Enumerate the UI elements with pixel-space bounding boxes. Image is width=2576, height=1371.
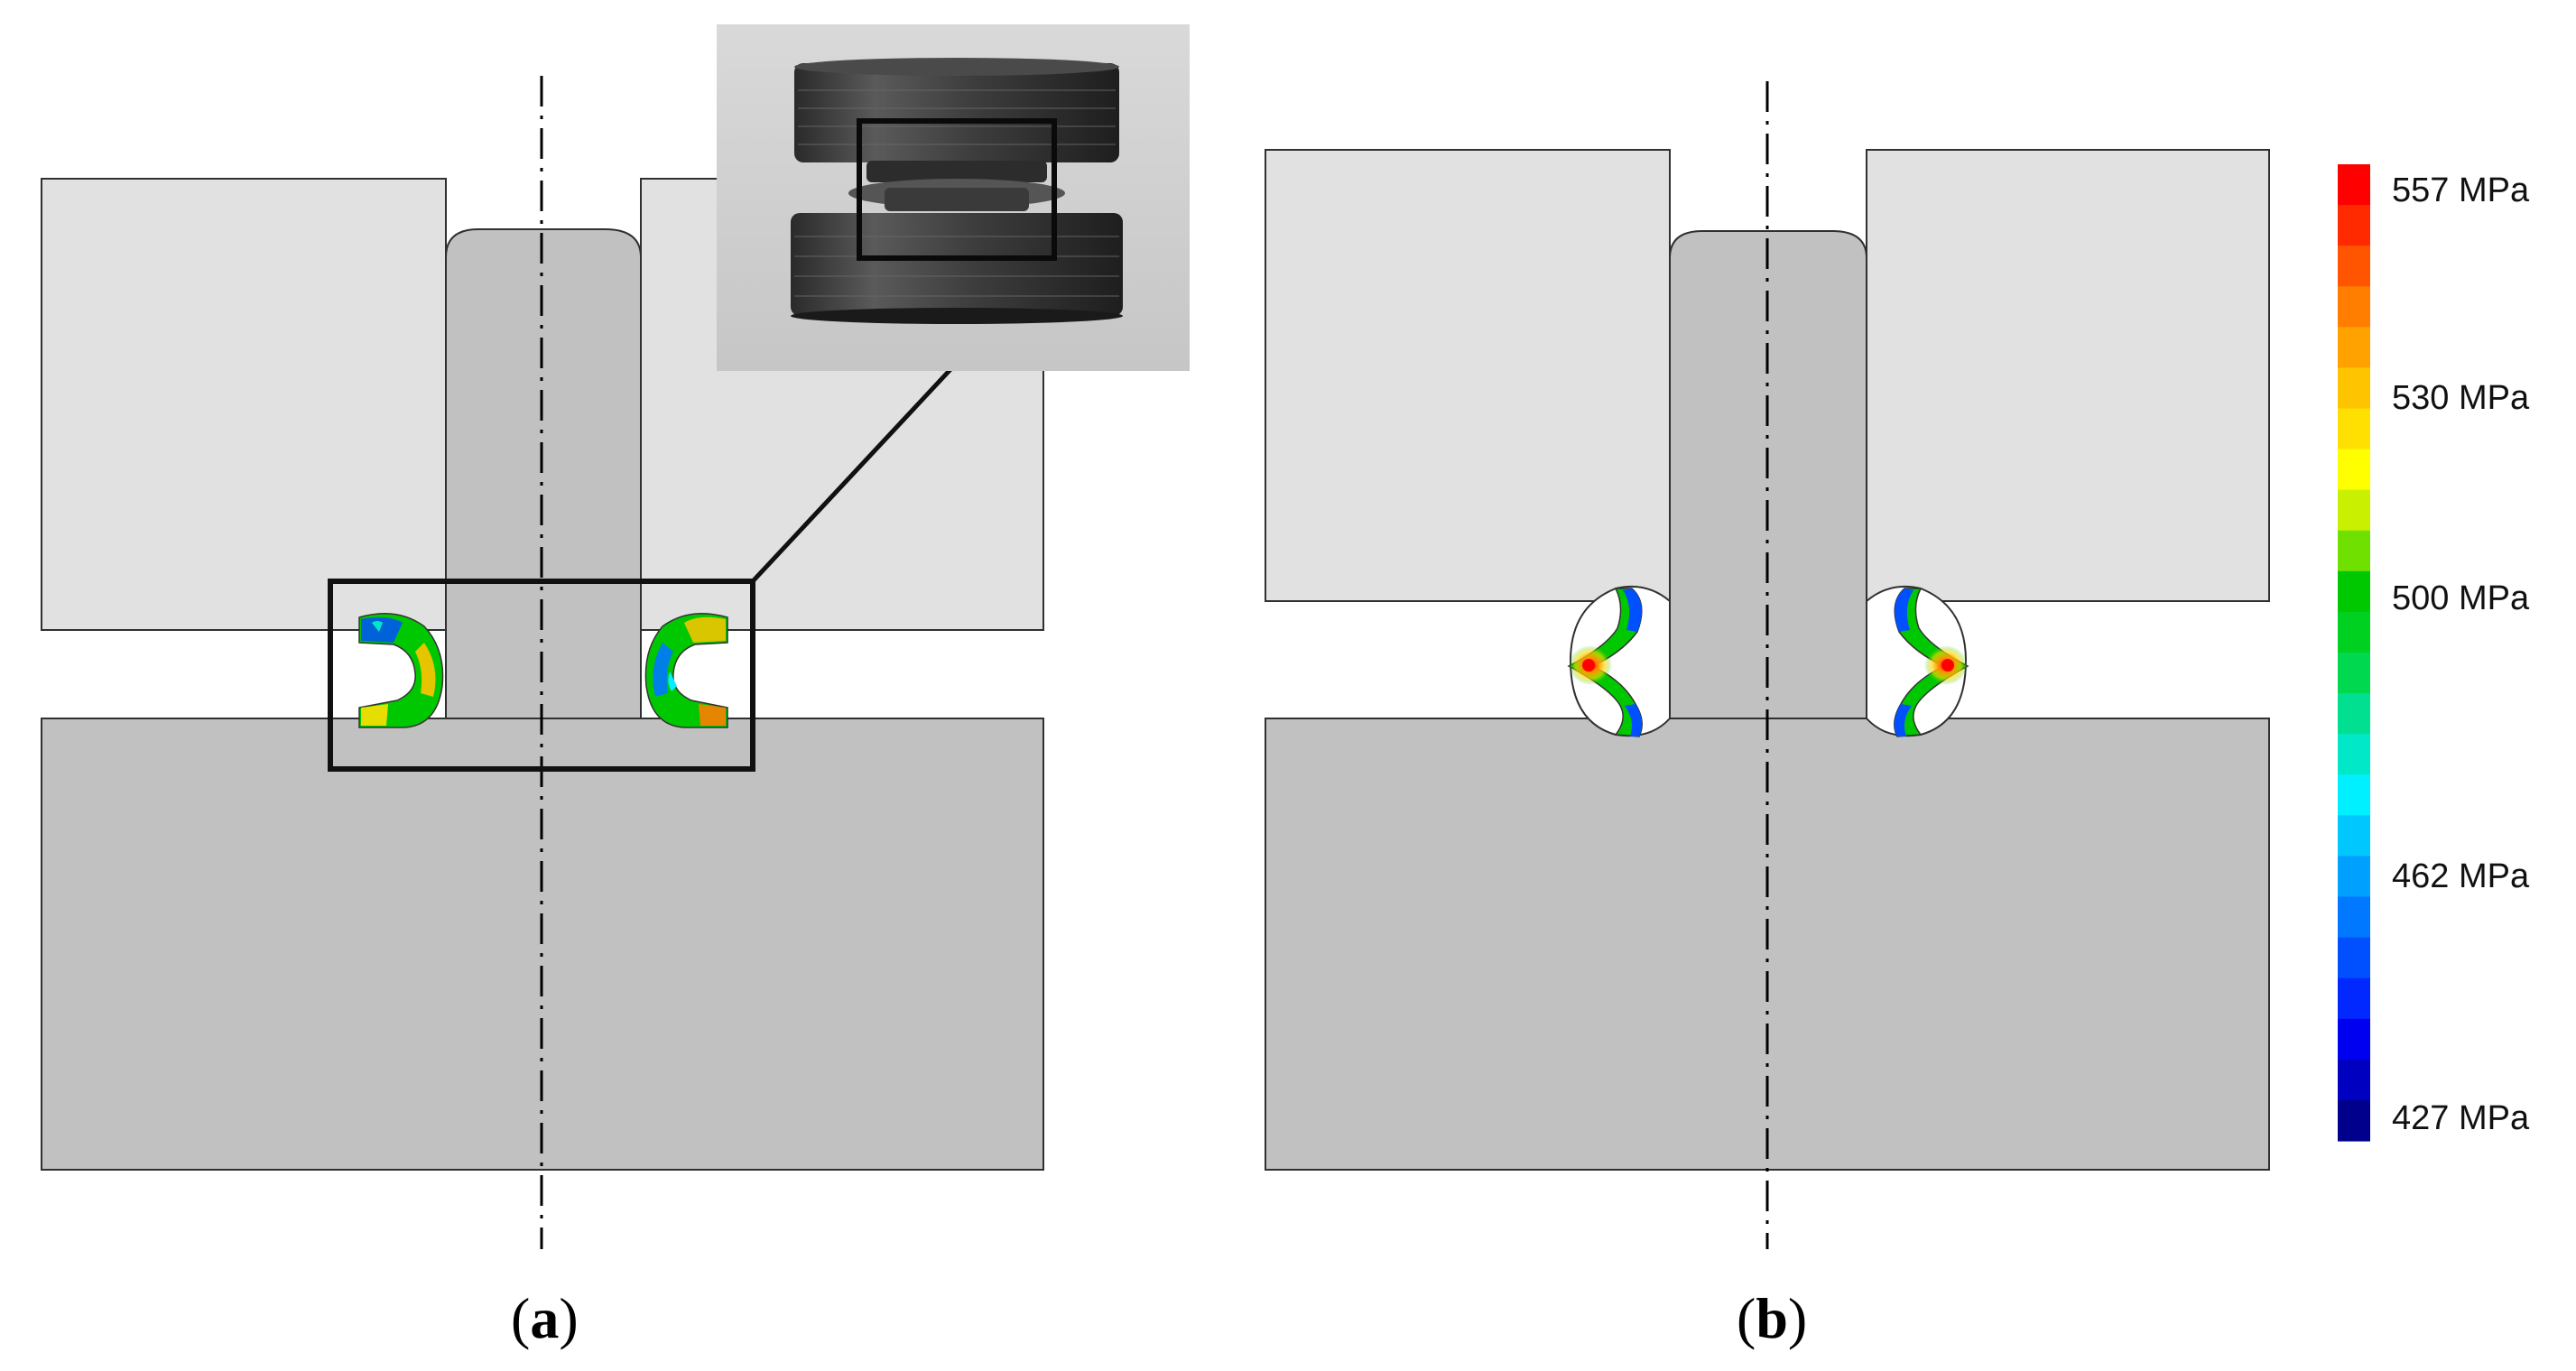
colorbar-segment <box>2338 367 2370 410</box>
colorbar-segment <box>2338 286 2370 328</box>
panel-label-b-open: ( <box>1737 1286 1756 1350</box>
colorbar-segment <box>2338 1018 2370 1061</box>
colorbar-label-3: 500 MPa <box>2392 579 2530 617</box>
colorbar-segment <box>2338 449 2370 491</box>
colorbar-segment <box>2338 774 2370 816</box>
panel-b-right-seal <box>1866 585 1969 737</box>
colorbar-segment <box>2338 937 2370 979</box>
colorbar-segment <box>2338 896 2370 939</box>
panel-a-left-seal <box>358 613 444 728</box>
inset-photo <box>717 24 1190 371</box>
panel-a-right-seal <box>644 613 728 728</box>
panel-label-a-open: ( <box>511 1286 531 1350</box>
colorbar-segment <box>2338 489 2370 532</box>
panel-label-a-close: ) <box>559 1286 579 1350</box>
colorbar-segment <box>2338 611 2370 653</box>
colorbar-segment <box>2338 734 2370 775</box>
panel-a-zoom-frame <box>328 579 755 772</box>
panel-label-b-close: ) <box>1787 1286 1808 1350</box>
stress-colorbar <box>2338 164 2370 1142</box>
panel-a-center-post <box>445 228 642 719</box>
colorbar-segment <box>2338 245 2370 287</box>
colorbar-segment <box>2338 977 2370 1020</box>
colorbar-label-max: 557 MPa <box>2392 171 2530 209</box>
panel-label-a: (a) <box>511 1285 579 1352</box>
colorbar-segment <box>2338 408 2370 450</box>
panel-b-left-seal <box>1567 585 1671 737</box>
panel-b-top-left-block <box>1265 149 1671 602</box>
panel-b-drawing <box>1265 81 2270 1249</box>
colorbar-label-2: 530 MPa <box>2392 379 2530 417</box>
colorbar-segment <box>2338 164 2370 206</box>
colorbar-segment <box>2338 856 2370 898</box>
colorbar-segment <box>2338 530 2370 572</box>
panel-label-b: (b) <box>1737 1285 1807 1352</box>
colorbar-segment <box>2338 1099 2370 1142</box>
colorbar-label-4: 462 MPa <box>2392 857 2530 895</box>
colorbar-segment <box>2338 653 2370 694</box>
panel-label-b-letter: b <box>1756 1286 1788 1350</box>
colorbar-segment <box>2338 205 2370 246</box>
panel-a-top-left-block <box>41 178 447 631</box>
panel-b-top-right-block <box>1866 149 2270 602</box>
colorbar-segment <box>2338 327 2370 369</box>
colorbar-segment <box>2338 693 2370 735</box>
colorbar-segment <box>2338 815 2370 857</box>
panel-a-drawing <box>41 76 1058 1249</box>
colorbar-label-min: 427 MPa <box>2392 1099 2530 1137</box>
colorbar-segment <box>2338 570 2370 613</box>
panel-label-a-letter: a <box>530 1286 560 1350</box>
colorbar-segment <box>2338 1059 2370 1101</box>
